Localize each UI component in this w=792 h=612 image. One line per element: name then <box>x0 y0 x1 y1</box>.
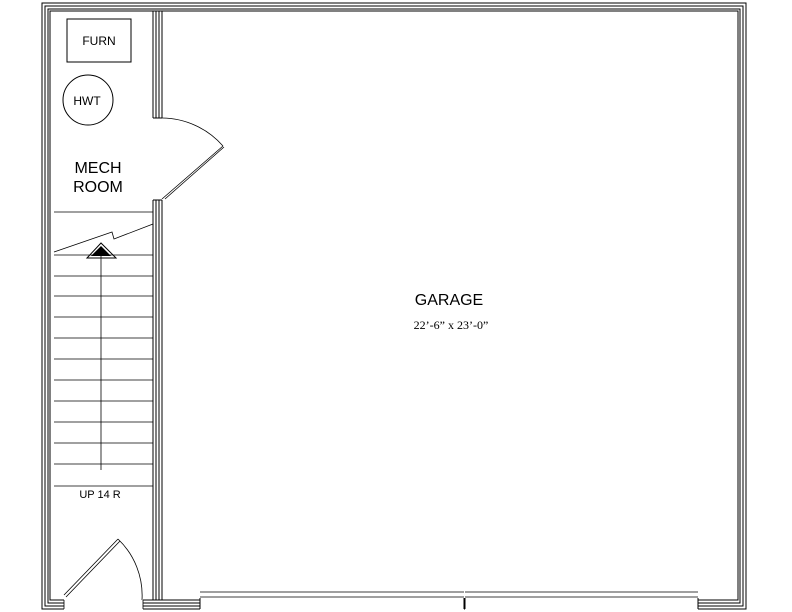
stair-direction-arrowhead <box>91 246 111 256</box>
furnace-box <box>66 18 132 63</box>
mech-room-label-line1: MECH <box>74 160 121 177</box>
garage-door-left <box>200 591 464 598</box>
garage-dimensions: 22’-6” x 23’-0” <box>414 318 489 332</box>
furnace-label: FURN <box>82 34 115 48</box>
water-heater-label: HWT <box>73 94 101 108</box>
garage-label: GARAGE <box>415 292 483 309</box>
exterior-wall <box>41 2 747 610</box>
bottom-wall-segments <box>143 598 727 610</box>
mech-room-label-line2: ROOM <box>73 179 123 196</box>
entry-door <box>63 538 144 609</box>
mech-room-door <box>161 117 225 200</box>
garage-door-right <box>465 591 698 598</box>
interior-wall <box>152 11 163 600</box>
stair-label: UP 14 R <box>79 489 120 501</box>
stair-direction-arrow <box>85 242 118 259</box>
water-heater-circle <box>62 74 114 126</box>
stair-break-line <box>53 223 154 253</box>
stair-treads <box>54 254 153 465</box>
stair <box>53 211 154 487</box>
